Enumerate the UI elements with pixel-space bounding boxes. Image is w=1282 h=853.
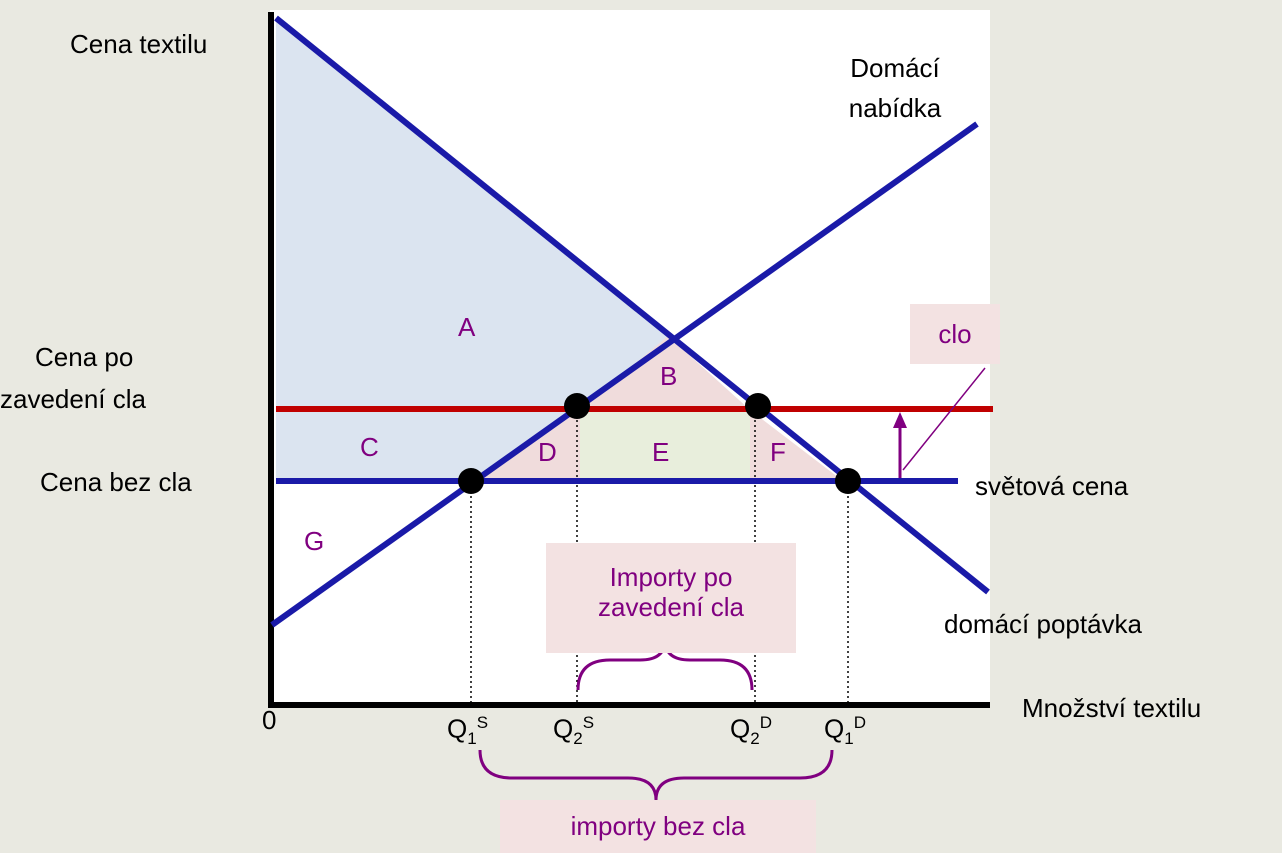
q1s-sub: 1 [467, 728, 477, 748]
area-e-rect [580, 410, 750, 481]
point-q2s [564, 393, 590, 419]
area-f-label: F [770, 437, 786, 467]
consumer-surplus-area [276, 20, 750, 410]
tariff-price-label-1: Cena po [35, 342, 134, 372]
q2d-sup: D [759, 713, 772, 732]
tariff-price-label-2: zavedení cla [0, 384, 146, 414]
supply-label-2: nabídka [848, 93, 942, 123]
domestic-demand-curve [274, 15, 990, 595]
q2s-label: Q2S [553, 713, 594, 748]
q1d-base: Q [824, 713, 845, 744]
area-g-label: G [304, 526, 325, 556]
q2d-sub: 2 [750, 728, 760, 748]
area-f-triangle [750, 410, 843, 481]
tariff-arrow-head [893, 412, 907, 428]
q1d-label: Q1D [824, 713, 866, 748]
area-d-label: D [538, 437, 557, 467]
imports-with-tariff-line-2: zavedení cla [598, 591, 744, 622]
q1d-sub: 1 [844, 728, 854, 748]
tariff-label: clo [938, 319, 972, 349]
domestic-supply-curve [270, 121, 979, 628]
area-b-label: B [660, 361, 678, 391]
y-axis-label: Cena textilu [70, 29, 208, 59]
producer-surplus-area [276, 410, 580, 622]
area-c-label: C [360, 432, 379, 462]
supply-label-1: Domácí [850, 53, 940, 83]
quantity-guides [470, 410, 849, 705]
point-q1s [458, 468, 484, 494]
q2d-base: Q [730, 713, 751, 744]
no-tariff-price-label: Cena bez cla [40, 467, 192, 497]
q2s-sup: S [582, 713, 595, 732]
q2s-sub: 2 [573, 728, 583, 748]
imports-without-tariff-label: importy bez cla [570, 811, 746, 841]
area-e-label: E [652, 437, 670, 467]
q1s-base: Q [447, 713, 468, 744]
demand-label: domácí poptávka [944, 609, 1143, 639]
q1s-label: Q1S [447, 713, 488, 748]
point-q2d [745, 393, 771, 419]
imports-without-tariff-brace [478, 749, 834, 801]
imports-with-tariff-line-1: Importy po [609, 562, 733, 592]
area-a-label: A [458, 312, 476, 342]
q2s-base: Q [553, 713, 574, 744]
q2d-label: Q2D [730, 713, 772, 748]
q1s-sup: S [476, 713, 489, 732]
imports-with-tariff-box: Importy po zavedení cla [546, 543, 796, 653]
point-q1d [835, 468, 861, 494]
x-axis-label: Množství textilu [1022, 693, 1202, 723]
tariff-pointer-line [902, 367, 986, 471]
origin-label: 0 [262, 705, 277, 735]
world-price-label: světová cena [975, 471, 1129, 501]
imports-without-tariff-box: importy bez cla [500, 800, 816, 853]
q1d-sup: D [853, 713, 866, 732]
tariff-label-box: clo [910, 304, 1000, 364]
area-b-triangle [580, 336, 750, 410]
